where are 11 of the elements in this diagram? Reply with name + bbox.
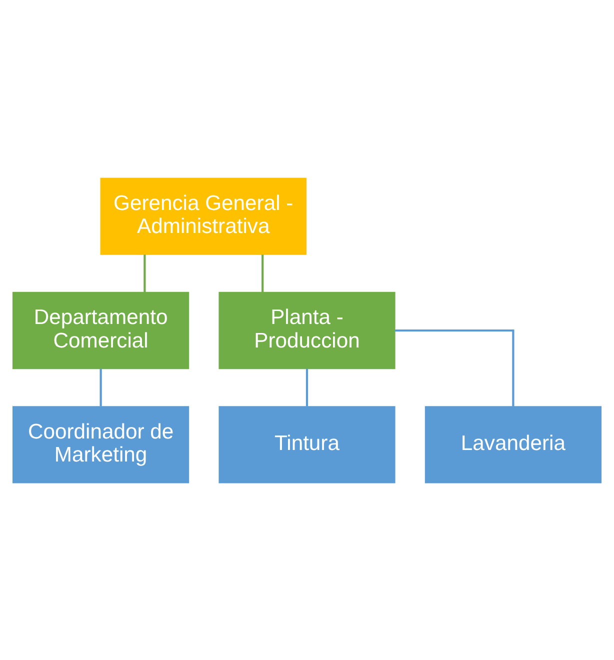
connector — [100, 368, 102, 406]
node-box: Lavanderia — [424, 406, 602, 483]
connector — [306, 368, 308, 406]
node-box: Coordinador de Marketing — [12, 406, 190, 483]
node-box: Tintura — [218, 406, 396, 483]
node-box: Gerencia General - Administrativa — [100, 177, 306, 254]
node-box: Planta - Produccion — [218, 291, 396, 369]
connector — [395, 328, 514, 406]
connector — [262, 254, 264, 292]
connector — [144, 254, 146, 292]
node-box: Departamento Comercial — [12, 291, 190, 369]
